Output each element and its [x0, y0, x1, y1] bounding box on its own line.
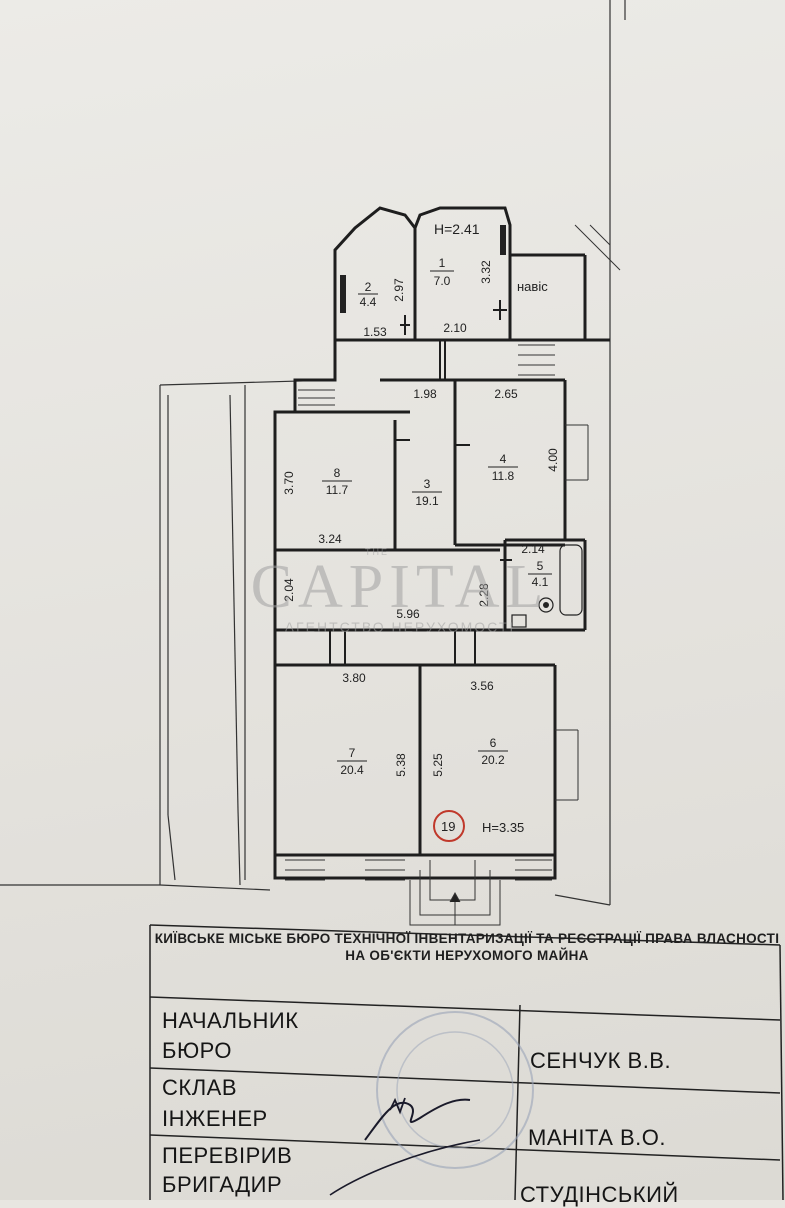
room-8-area: 11.7	[326, 483, 349, 497]
role-1-line1: НАЧАЛЬНИК	[162, 1008, 299, 1033]
dim-4-00: 4.00	[546, 448, 560, 472]
round-seal	[376, 1011, 534, 1169]
height-top: H=2.41	[434, 221, 480, 237]
dim-2-65: 2.65	[494, 387, 518, 401]
name-1: СЕНЧУК В.В.	[530, 1048, 672, 1073]
room-1-area: 7.0	[434, 274, 451, 288]
room-6-number: 6	[490, 736, 497, 750]
signature-brigadier	[329, 1139, 481, 1196]
room-5-number: 5	[537, 559, 544, 573]
room-4-number: 4	[500, 452, 507, 466]
height-bottom: H=3.35	[482, 820, 524, 835]
stamp-number: 19	[441, 819, 455, 834]
room-5-area: 4.1	[532, 575, 549, 589]
dimension-labels: 2.97 3.32 1.53 2.10 1.98 2.65 4.00 3.70 …	[282, 260, 560, 777]
dim-5-96: 5.96	[396, 607, 420, 621]
room-8-number: 8	[334, 466, 341, 480]
name-2: МАНІТА В.О.	[528, 1125, 667, 1150]
role-1-line2: БЮРО	[162, 1038, 232, 1063]
name-3: СТУДІНСЬКИЙ	[520, 1182, 679, 1207]
role-3-line1: ПЕРЕВІРИВ	[162, 1143, 293, 1168]
dim-3-56: 3.56	[470, 679, 494, 693]
dim-2-10: 2.10	[443, 321, 467, 335]
room-4-area: 11.8	[492, 469, 515, 483]
role-2-line2: ІНЖЕНЕР	[162, 1106, 268, 1131]
signature-engineer	[364, 1098, 471, 1141]
room-3-number: 3	[424, 477, 431, 491]
dim-3-70: 3.70	[282, 471, 296, 495]
dim-3-24: 3.24	[318, 532, 342, 546]
dim-1-53: 1.53	[363, 325, 387, 339]
stamp-header: КИЇВСЬКЕ МІСЬКЕ БЮРО ТЕХНІЧНОЇ ІНВЕНТАРИ…	[154, 931, 780, 963]
dim-3-32: 3.32	[479, 260, 493, 284]
stamp-table-grid	[149, 924, 784, 1200]
room-7-area: 20.4	[340, 763, 364, 777]
dim-1-98: 1.98	[413, 387, 437, 401]
role-2-line1: СКЛАВ	[162, 1075, 237, 1100]
room-6-area: 20.2	[481, 753, 505, 767]
dim-5-38: 5.38	[394, 753, 408, 777]
dim-3-80: 3.80	[342, 671, 366, 685]
canopy-label: навіс	[517, 279, 548, 294]
dim-2-97: 2.97	[392, 278, 406, 302]
dim-2-14: 2.14	[521, 542, 545, 556]
room-7-number: 7	[349, 746, 356, 760]
room-1-number: 1	[439, 256, 446, 270]
role-3-line2: БРИГАДИР	[162, 1172, 283, 1197]
room-labels: 2 4.4 1 7.0 8 11.7 3 19.1 4 11.8 5 4.1 7…	[322, 256, 552, 777]
dim-5-25: 5.25	[431, 753, 445, 777]
room-2-area: 4.4	[360, 295, 377, 309]
room-2-number: 2	[365, 280, 372, 294]
dim-2-28: 2.28	[477, 583, 491, 607]
dim-2-04: 2.04	[282, 578, 296, 602]
stamp-circle	[433, 810, 465, 842]
room-3-area: 19.1	[415, 494, 439, 508]
